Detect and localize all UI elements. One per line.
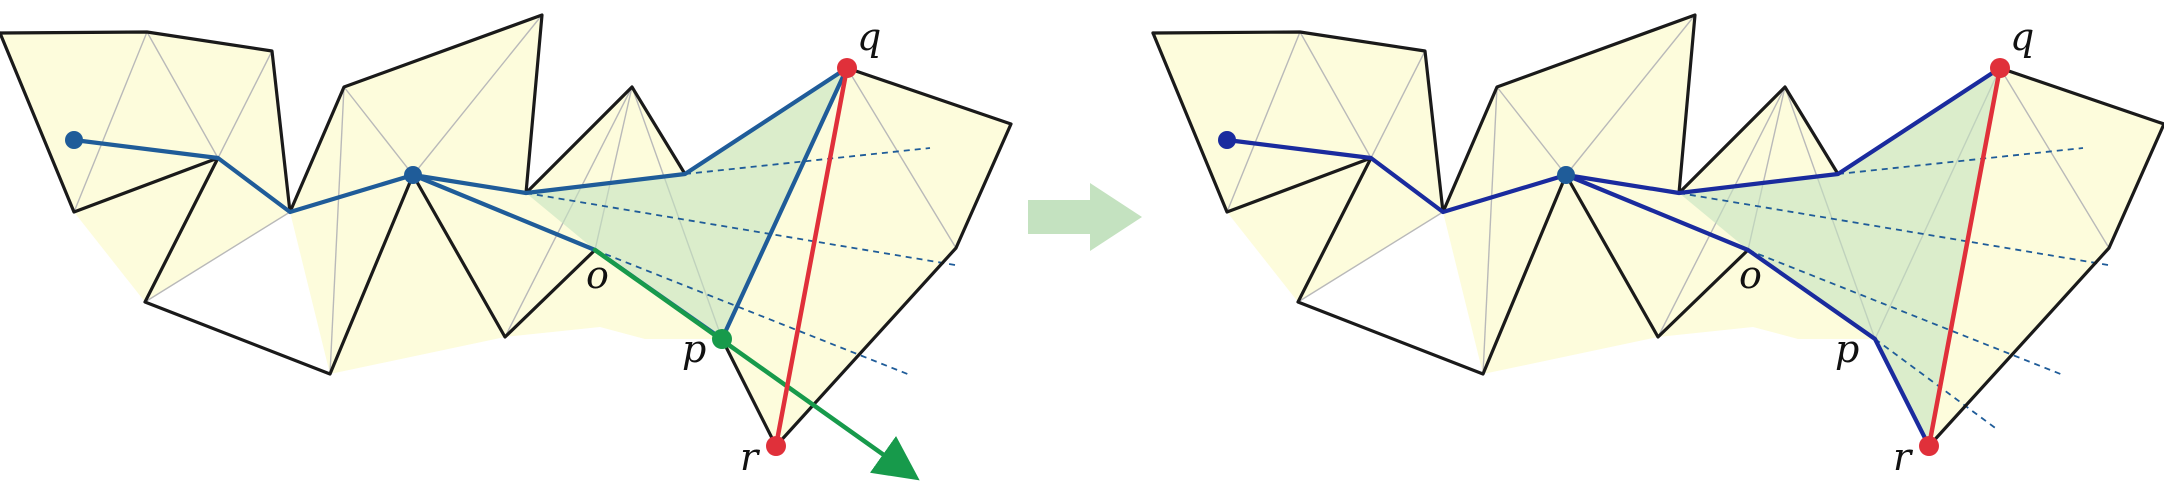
red-edge xyxy=(773,65,850,449)
label-o: o xyxy=(586,253,609,297)
left-panel: q o p r xyxy=(0,13,1013,481)
label-q: q xyxy=(857,15,881,59)
vertex-r xyxy=(1919,436,1939,456)
start-vertex xyxy=(65,131,83,149)
polygon-boundary-lower xyxy=(0,31,597,376)
polygon-fill xyxy=(1153,15,2164,446)
dashed-extensions xyxy=(1678,147,2109,431)
start-vertex xyxy=(1218,131,1236,149)
label-r: r xyxy=(740,435,761,479)
dashed-extensions xyxy=(525,147,956,376)
green-ray xyxy=(592,247,920,481)
vertex-q xyxy=(837,58,857,78)
apex-vertex xyxy=(1557,166,1575,184)
funnel-path-q-p xyxy=(719,65,850,342)
label-r: r xyxy=(1893,435,1914,479)
polygon-boundary xyxy=(0,13,687,214)
polygon-boundary-lower xyxy=(1151,31,1750,376)
funnel-wedge xyxy=(526,68,847,339)
label-q: q xyxy=(2010,15,2034,59)
label-p: p xyxy=(682,327,706,371)
polygon-boundary-right xyxy=(720,66,1013,448)
vertex-q xyxy=(1990,58,2010,78)
right-panel: q o p r xyxy=(1151,13,2164,479)
polygon-boundary-right xyxy=(1927,66,2164,448)
funnel-wedge xyxy=(1679,68,2000,446)
label-o: o xyxy=(1739,253,1762,297)
arrow-right-icon xyxy=(1028,183,1142,251)
label-p: p xyxy=(1835,327,1859,371)
red-edge xyxy=(1926,65,2003,449)
polygon-boundary xyxy=(1151,13,1840,214)
vertex-r xyxy=(766,436,786,456)
polygon-fill xyxy=(0,15,1011,446)
funnel-path-lower xyxy=(1563,172,1932,449)
apex-vertex xyxy=(404,166,422,184)
vertex-p xyxy=(712,329,732,349)
